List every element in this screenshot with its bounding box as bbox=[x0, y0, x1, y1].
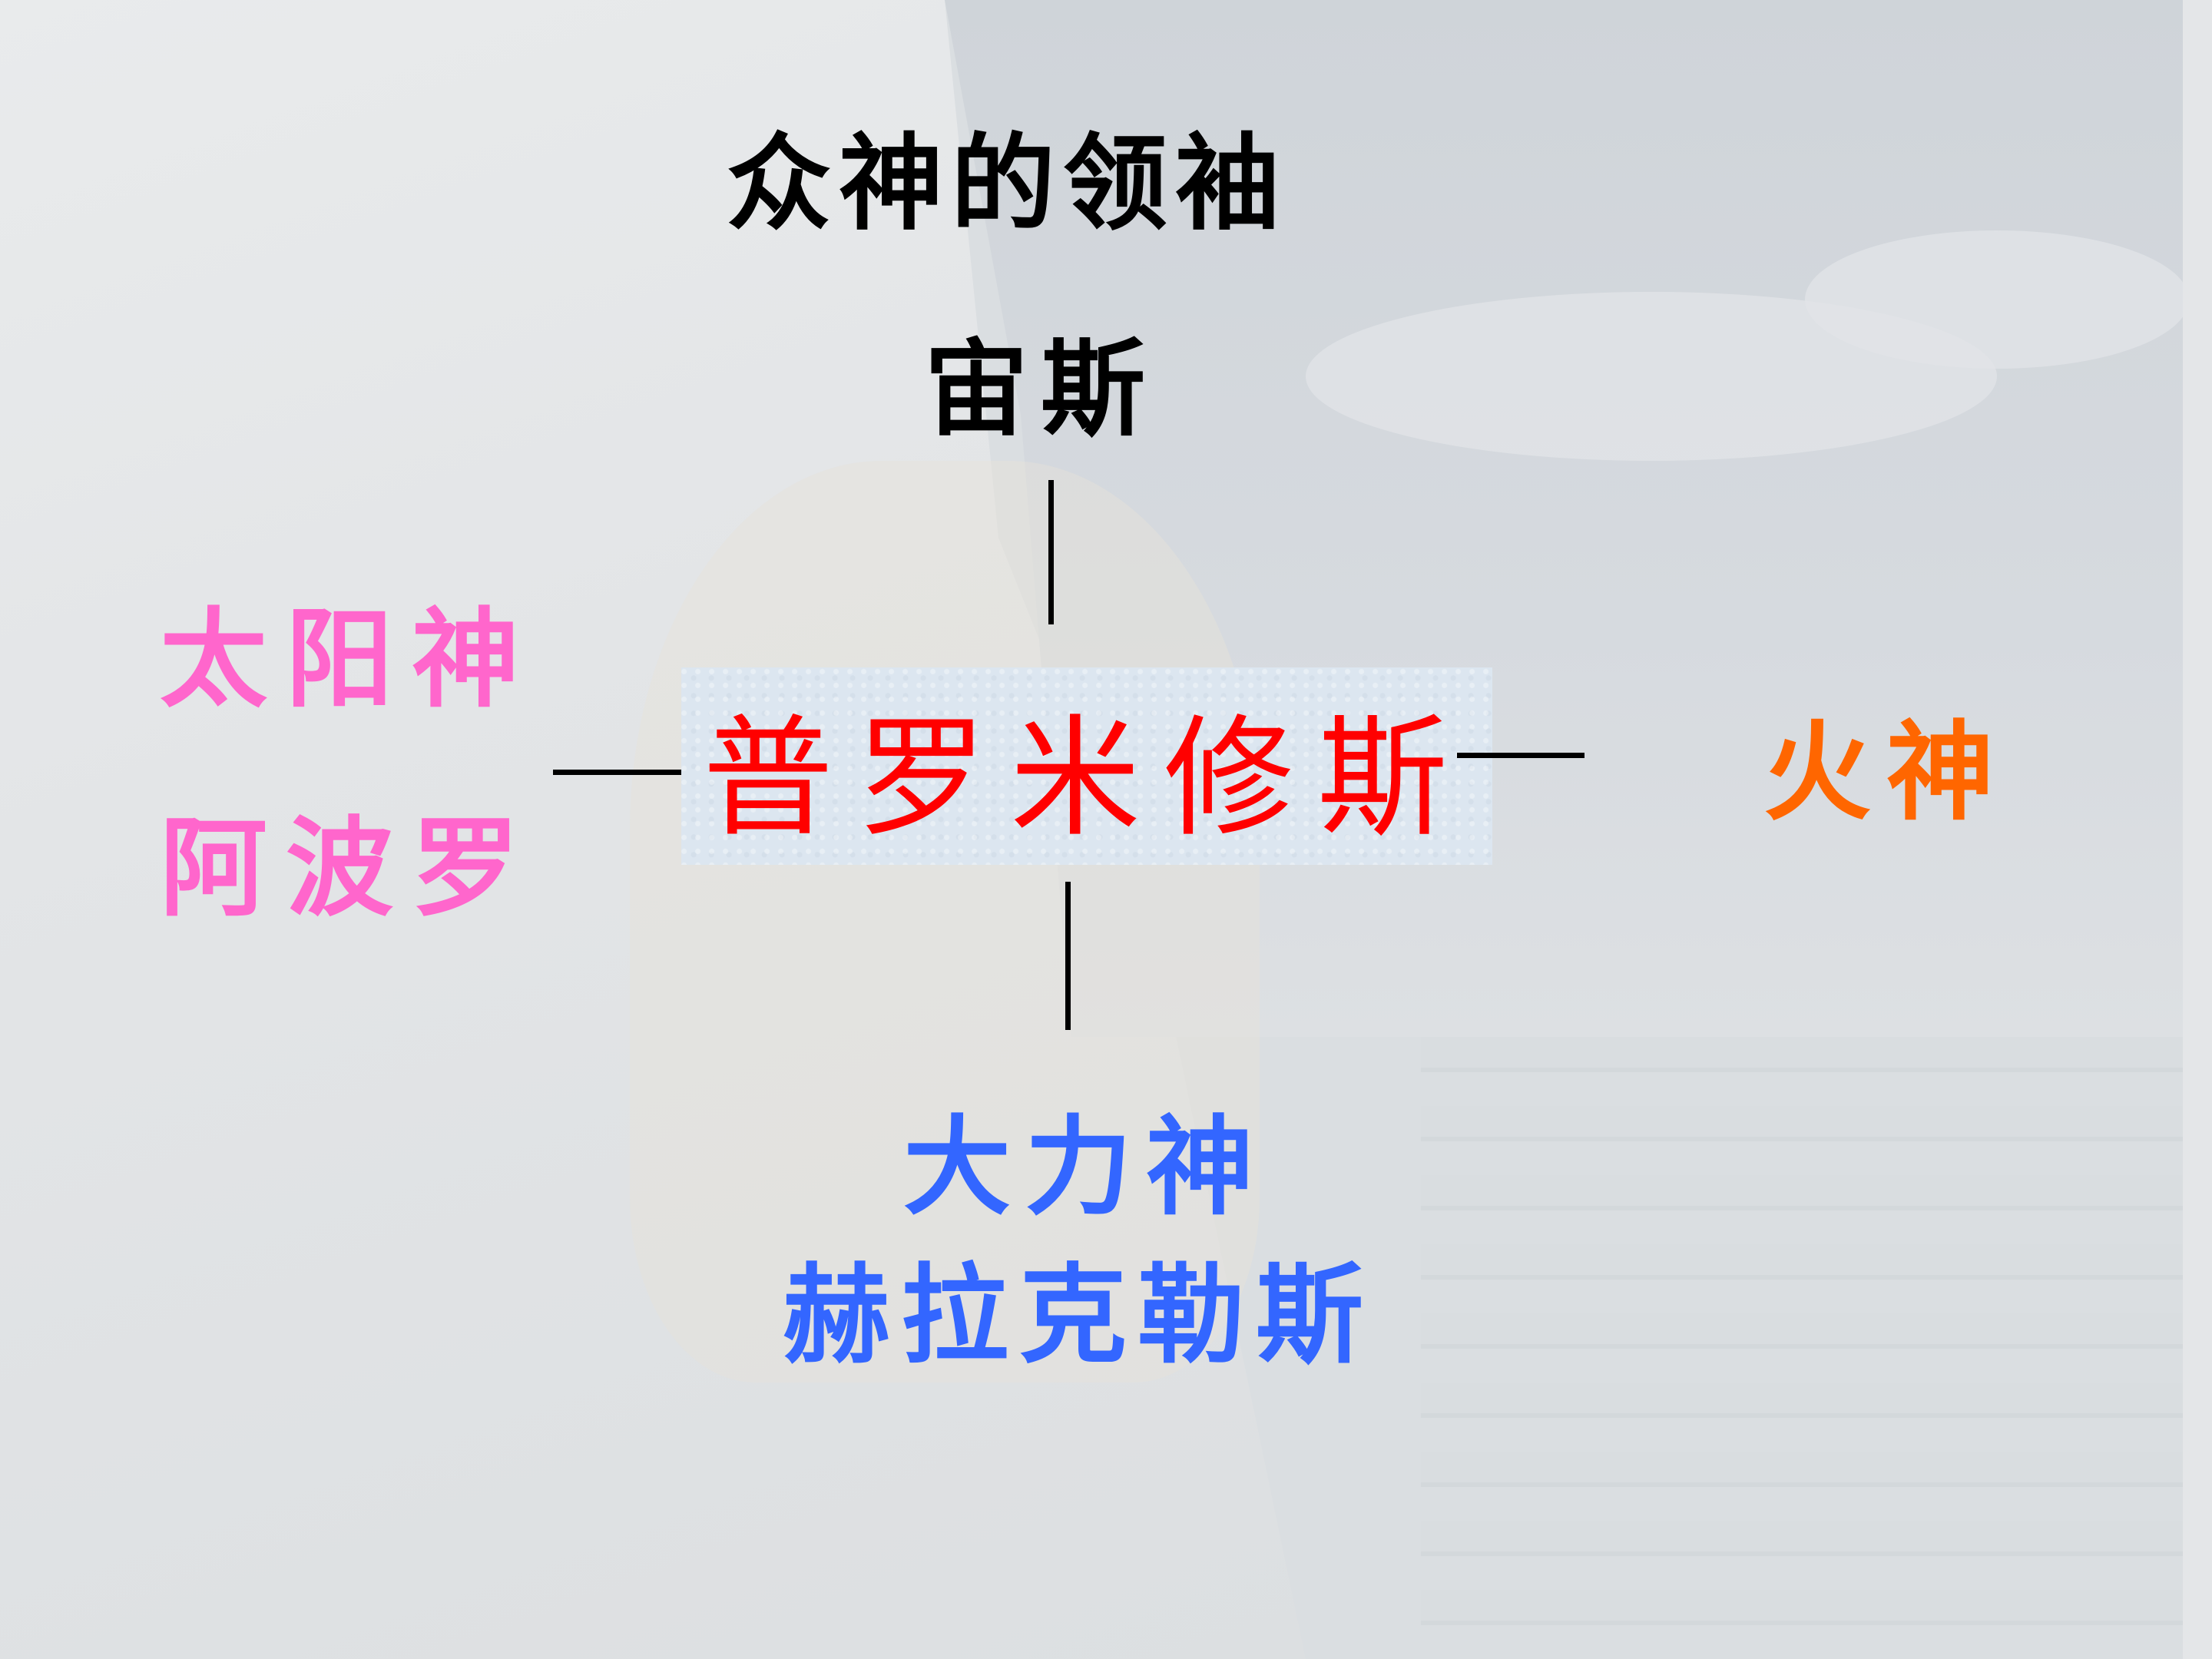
left-title-sun-god: 太阳神 bbox=[160, 598, 538, 723]
background-cloud bbox=[1805, 230, 2189, 369]
bottom-name-hercules: 赫拉克勒斯 bbox=[783, 1253, 1375, 1379]
connector-bottom bbox=[1065, 882, 1071, 1030]
left-name-apollo: 阿波罗 bbox=[160, 806, 538, 932]
right-title-fire-god: 火神 bbox=[1763, 710, 2010, 836]
background-edge bbox=[2183, 0, 2212, 1659]
connector-top bbox=[1048, 480, 1054, 624]
center-prometheus-label: 普罗米修斯 bbox=[702, 702, 1471, 855]
connector-right bbox=[1457, 753, 1584, 758]
leader-zeus-label: 宙斯 bbox=[924, 329, 1157, 451]
bottom-title-strength-god: 大力神 bbox=[903, 1105, 1268, 1230]
center-node-box: 普罗米修斯 bbox=[681, 667, 1492, 865]
background-sea bbox=[1421, 1037, 2212, 1659]
connector-left bbox=[553, 770, 701, 775]
diagram-title: 众神的领袖 bbox=[727, 124, 1287, 245]
background-chained-figure bbox=[630, 461, 1260, 1382]
